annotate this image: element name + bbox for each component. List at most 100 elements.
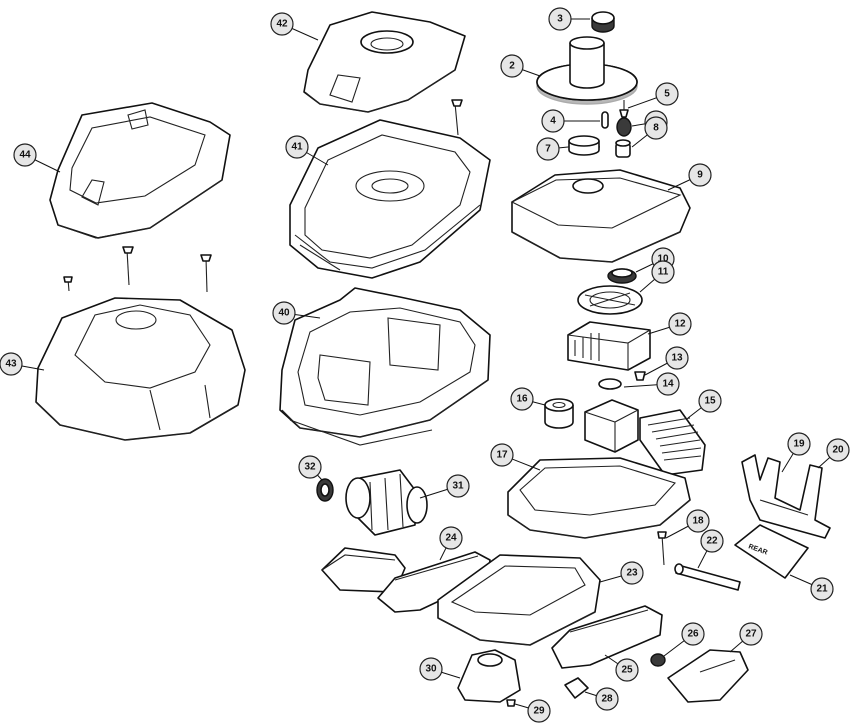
callout-11-number: 11	[658, 267, 669, 278]
callout-26-number: 26	[687, 629, 699, 640]
part-21-rear-plate: REAR	[734, 524, 809, 579]
callout-31: 31	[419, 474, 470, 499]
callout-21-number: 21	[816, 584, 828, 595]
part-16-cylinder	[544, 398, 574, 429]
callout-32: 32	[298, 455, 323, 481]
part-24-side-pod	[321, 547, 406, 593]
callout-20-number: 20	[832, 445, 844, 456]
callout-17: 17	[490, 443, 541, 471]
callout-29-number: 29	[533, 706, 545, 717]
callout-22: 22	[697, 529, 724, 569]
callout-30-circle	[419, 657, 443, 681]
callout-23: 23	[599, 561, 644, 585]
callout-16: 16	[510, 387, 546, 411]
callout-28: 28	[584, 687, 619, 711]
callout-43: 43	[0, 352, 45, 376]
callout-43-number: 43	[5, 359, 17, 370]
callout-layer: 3242546874441910114012431314161517192032…	[0, 7, 850, 723]
callout-19-number: 19	[793, 439, 805, 450]
part-7-bushing	[568, 135, 600, 156]
callout-5-circle	[655, 82, 679, 106]
part-25-side-track	[551, 605, 663, 669]
part-17-chassis-tray	[507, 457, 691, 539]
callout-18-number: 18	[692, 516, 704, 527]
callout-22-number: 22	[706, 536, 718, 547]
callout-13: 13	[644, 346, 689, 376]
callout-43-circle	[0, 352, 23, 376]
callout-13-circle	[665, 346, 689, 370]
part-10-drive-gear	[607, 268, 637, 284]
part-22-axle-rod	[674, 563, 741, 591]
callout-17-number: 17	[496, 450, 508, 461]
callout-8: 8	[631, 116, 668, 148]
part-44-top-cover	[49, 102, 231, 239]
callout-8-circle	[644, 116, 668, 140]
callout-42-circle	[270, 12, 294, 36]
callout-30-number: 30	[425, 664, 437, 675]
callout-15-circle	[698, 389, 722, 413]
part-14-motor-block	[584, 378, 639, 453]
callout-25-circle	[615, 658, 639, 682]
callout-41: 41	[285, 135, 329, 166]
part-28-clip	[564, 677, 589, 699]
callout-10-number: 10	[657, 254, 669, 265]
callout-3-circle	[548, 7, 572, 31]
callout-7-circle	[536, 137, 560, 161]
part-2-main-gear	[536, 36, 638, 105]
callout-8-number: 8	[653, 123, 659, 134]
callout-31-circle	[446, 474, 470, 498]
part-5-screw	[619, 100, 629, 118]
callout-5: 5	[627, 82, 679, 109]
callout-44: 44	[13, 143, 61, 173]
callout-42: 42	[270, 12, 319, 41]
callout-12: 12	[647, 312, 692, 336]
callout-7-number: 7	[545, 144, 551, 155]
callout-24-circle	[439, 526, 463, 550]
callout-19: 19	[781, 432, 811, 473]
callout-28-circle	[595, 687, 619, 711]
part-12-filter-cartridge	[567, 321, 651, 371]
callout-31-number: 31	[452, 481, 464, 492]
callout-41-circle	[285, 135, 309, 159]
callout-30: 30	[419, 657, 461, 681]
callout-32-circle	[298, 455, 322, 479]
callout-2-circle	[500, 54, 524, 78]
callout-16-circle	[510, 387, 534, 411]
part-3-pinion-gear	[591, 11, 615, 33]
callout-13-number: 13	[671, 353, 683, 364]
screws	[63, 99, 667, 707]
callout-27-number: 27	[745, 629, 757, 640]
callout-15: 15	[687, 389, 722, 419]
callout-26: 26	[663, 622, 705, 657]
part-23-main-chassis	[437, 554, 601, 646]
callout-29-circle	[527, 699, 551, 723]
callout-4-number: 4	[550, 116, 556, 127]
callout-15-number: 15	[704, 396, 716, 407]
callout-16-number: 16	[516, 394, 528, 405]
part-9-motor-cover	[510, 169, 691, 263]
part-32-ring	[316, 478, 334, 502]
callout-20: 20	[817, 438, 850, 469]
callout-2: 2	[500, 54, 541, 78]
part-43-base-housing	[35, 297, 246, 441]
callout-44-circle	[13, 143, 37, 167]
callout-2-number: 2	[509, 61, 515, 72]
callout-44-number: 44	[19, 150, 31, 161]
callout-12-circle	[668, 312, 692, 336]
part-42-cap-cover	[303, 11, 466, 113]
callout-14: 14	[623, 372, 680, 396]
callout-18: 18	[665, 509, 710, 539]
part-41-upper-housing	[289, 119, 491, 279]
callout-14-number: 14	[662, 379, 674, 390]
callout-40: 40	[272, 301, 321, 325]
callout-14-circle	[656, 372, 680, 396]
callout-26-circle	[681, 622, 705, 646]
callout-11-circle	[651, 260, 675, 284]
callout-20-circle	[826, 438, 850, 462]
callout-9-circle	[688, 163, 712, 187]
part-20-bracket	[741, 454, 831, 539]
callout-40-number: 40	[278, 308, 290, 319]
callout-40-circle	[272, 301, 296, 325]
callout-7: 7	[536, 137, 569, 161]
